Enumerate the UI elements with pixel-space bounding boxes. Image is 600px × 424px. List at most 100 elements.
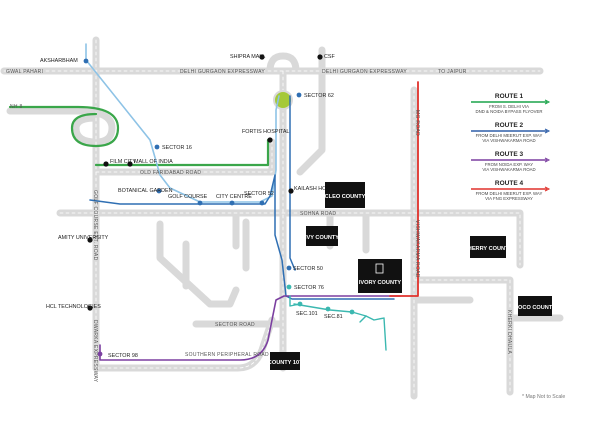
road-label-dwarka: DWARKA EXPRESSWAY	[92, 320, 98, 383]
road-label-gwal-pahari: GWAL PAHARI	[6, 69, 43, 75]
legend-route-desc: FROM DELHI MEERUT EXP. WAY	[476, 191, 543, 196]
svg-text:COCO COUNTY: COCO COUNTY	[514, 305, 556, 311]
road-label-sector-road: SECTOR ROAD	[215, 322, 255, 328]
label-sector-50: SECTOR 50	[293, 266, 323, 272]
legend-arrow-icon	[544, 157, 551, 163]
label-amity: AMITY UNIVERSITY	[58, 235, 109, 241]
label-botanical: BOTANICAL GARDEN	[118, 188, 173, 194]
svg-text:CHERRY COUNTY: CHERRY COUNTY	[464, 246, 513, 252]
label-kailash: KAILASH HOSPITAL	[294, 186, 345, 192]
dot-sec-81	[325, 306, 331, 312]
label-city-centre: CITY CENTRE	[216, 194, 252, 200]
routes	[8, 43, 419, 361]
label-csf: CSF	[324, 54, 335, 60]
tag-cherry-county: CHERRY COUNTY	[464, 236, 513, 258]
label-film-city: FILM CITY	[110, 159, 136, 165]
legend-arrow-icon	[544, 186, 551, 192]
station-dots	[83, 58, 355, 357]
road-labels: GWAL PAHARI DELHI GURGAON EXPRESSWAY DEL…	[6, 69, 512, 383]
tag-county-107: COUNTY 107	[268, 352, 302, 370]
road-label-expressway-left: DELHI GURGAON EXPRESSWAY	[180, 69, 265, 75]
route-2-line	[89, 174, 395, 300]
dot-csf	[317, 54, 323, 60]
dot-kailash	[288, 188, 294, 194]
label-hcl: HCL TECHNOLOGIES	[46, 304, 101, 310]
road-label-to-jaipur: TO JAIPUR	[438, 69, 467, 75]
label-golf-course: GOLF COURSE	[168, 194, 208, 200]
dot-sector-52	[259, 200, 265, 206]
landmark-dots	[87, 54, 323, 311]
label-sector-16: SECTOR 16	[162, 145, 192, 151]
road-label-vishwakarma: VISHWAKARMA ROAD	[414, 220, 420, 278]
road-label-kherki: KHERKI DHAULA	[506, 310, 512, 355]
road-network	[0, 36, 564, 400]
legend-route-desc: VIA VISHWAKARMA ROAD	[482, 167, 535, 172]
dot-sector-62	[296, 92, 302, 98]
road-label-golf-course-ext: GOLF COURSE EXT. ROAD	[92, 190, 98, 261]
project-tags: CLEO COUNTY IVY COUNTY IVORY COUNTY CHER…	[268, 182, 556, 370]
legend-route-desc: VIA VISHWAKARMA ROAD	[482, 138, 535, 143]
legend-route-desc: DND & NOIDA BYPASS FLYOVER	[476, 109, 543, 114]
route-4-line	[389, 81, 419, 297]
legend-route-title: ROUTE 2	[495, 122, 524, 129]
tag-cleo-county: CLEO COUNTY	[325, 182, 366, 208]
road-label-expressway-right: DELHI GURGAON EXPRESSWAY	[322, 69, 407, 75]
label-sector-52: SECTOR 52	[244, 191, 274, 197]
tag-ivy-county: IVY COUNTY	[305, 226, 339, 246]
label-sec-101: SEC.101	[296, 311, 318, 317]
route-3-line	[99, 295, 401, 361]
legend-route-desc: FROM NOIDA EXP. WAY	[485, 162, 533, 167]
label-sector-98: SECTOR 98	[108, 353, 138, 359]
label-sec-81: SEC.81	[324, 314, 343, 320]
dot-sec-101	[297, 301, 303, 307]
dot-sector-50	[286, 265, 292, 271]
dot-sector-16	[154, 144, 160, 150]
dot-botanical	[156, 188, 162, 194]
svg-text:COUNTY 107: COUNTY 107	[268, 360, 302, 366]
dot-city-centre	[229, 200, 235, 206]
dot-mall-of-india	[127, 161, 133, 167]
label-shipra-mall: SHIPRA MALL	[230, 54, 265, 60]
place-labels: AKSHARBHAM SHIPRA MALL CSF SECTOR 62 FOR…	[40, 54, 345, 359]
legend-route-title: ROUTE 3	[495, 151, 524, 158]
dot-amity	[87, 237, 93, 243]
dot-sec-81b	[349, 309, 355, 315]
dot-golf-course	[197, 200, 203, 206]
label-aksharbham: AKSHARBHAM	[40, 58, 78, 64]
legend-route-title: ROUTE 1	[495, 93, 524, 100]
road-label-southern-peripheral: SOUTHERN PERIPHERAL ROAD	[185, 352, 269, 358]
map-scale-note: * Map Not to Scale	[522, 394, 565, 400]
dot-shipra	[259, 54, 265, 60]
legend-arrow-icon	[544, 99, 551, 105]
dot-sector-76	[286, 284, 292, 290]
road-label-old-faridabad: OLD FARIDABAD ROAD	[140, 170, 201, 176]
svg-text:IVY COUNTY: IVY COUNTY	[305, 235, 339, 241]
label-mall-of-india: MALL OF INDIA	[134, 159, 173, 165]
label-sector-76: SECTOR 76	[294, 285, 324, 291]
tag-coco-county: COCO COUNTY	[514, 296, 556, 316]
dot-sector-98	[97, 351, 103, 357]
legend-route-desc: FROM DELHI MEERUT EXP. WAY	[476, 133, 543, 138]
legend-arrow-icon	[544, 128, 551, 134]
svg-text:CLEO COUNTY: CLEO COUNTY	[325, 194, 366, 200]
dot-hcl	[87, 305, 93, 311]
ivory-logo-icon	[375, 263, 384, 274]
label-fortis: FORTIS HOSPITAL	[242, 129, 289, 135]
svg-text:IVORY COUNTY: IVORY COUNTY	[359, 280, 402, 286]
dot-fortis	[267, 137, 273, 143]
tag-ivory-county: IVORY COUNTY	[358, 259, 402, 293]
legend-route-title: ROUTE 4	[495, 180, 524, 187]
label-sector-62: SECTOR 62	[304, 93, 334, 99]
road-label-mg-road: MG ROAD	[414, 110, 420, 136]
road-label-sohna: SOHNA ROAD	[300, 211, 336, 217]
road-label-nh8: NH 8	[10, 104, 23, 110]
legend-route-desc: FROM S. DELHI VIA	[489, 104, 529, 109]
route-1-line	[8, 105, 270, 167]
dot-film-city	[103, 161, 109, 167]
